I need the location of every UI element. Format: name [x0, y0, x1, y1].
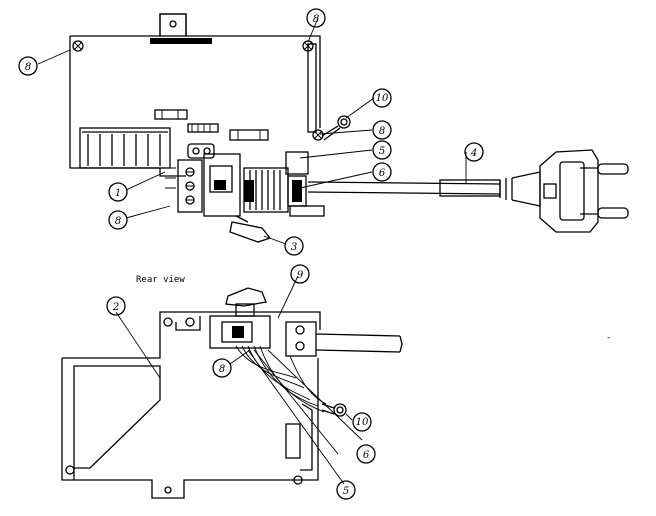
rear-view-caption: Rear view	[136, 275, 185, 285]
screw-hole	[293, 475, 303, 485]
screw-hole	[163, 317, 173, 327]
power-plug	[539, 149, 629, 233]
cord-clamp	[285, 151, 325, 217]
screw-hole	[185, 317, 195, 327]
svg-text:1: 1	[115, 188, 121, 199]
stray-mark: -	[606, 333, 611, 343]
top-assembly	[69, 13, 629, 243]
rocker-lever	[229, 215, 272, 243]
svg-text:3: 3	[291, 242, 297, 253]
svg-text:2: 2	[112, 302, 119, 313]
svg-text:8: 8	[313, 14, 319, 25]
callout-8: 8	[108, 210, 128, 230]
component-ic	[187, 123, 219, 133]
rear-assembly	[61, 287, 403, 499]
right-rail	[307, 43, 317, 133]
component-resistor	[154, 109, 188, 120]
power-cord	[307, 171, 541, 207]
svg-text:10: 10	[376, 93, 389, 104]
svg-text:6: 6	[363, 450, 370, 461]
ring-terminal	[321, 403, 347, 417]
rear-switch	[209, 287, 271, 349]
callout-3: 3	[284, 236, 304, 256]
screw-icon	[312, 129, 324, 141]
callout-2: 2	[106, 296, 126, 316]
svg-text:10: 10	[356, 417, 369, 428]
svg-text:8: 8	[25, 62, 31, 73]
svg-text:8: 8	[115, 216, 121, 227]
callout-8: 8	[212, 358, 232, 378]
switch-housing	[187, 143, 241, 217]
ring-terminal	[321, 115, 351, 141]
terminal-block	[165, 159, 203, 213]
heat-sink	[79, 127, 171, 169]
callout-8: 8	[18, 56, 38, 76]
svg-text:5: 5	[343, 486, 349, 497]
leader-lines	[37, 17, 467, 485]
callout-6: 6	[356, 444, 376, 464]
callout-8: 8	[306, 8, 326, 28]
svg-text:6: 6	[379, 168, 386, 179]
component-capacitor	[229, 129, 269, 141]
svg-text:9: 9	[297, 270, 304, 281]
top-connector	[150, 38, 212, 44]
callout-1: 1	[108, 182, 128, 202]
callout-8: 8	[372, 120, 392, 140]
callout-4: 4	[464, 142, 484, 162]
relay-bank	[243, 167, 289, 213]
svg-text:5: 5	[379, 146, 385, 157]
screw-icon	[72, 40, 84, 52]
tab-hole	[169, 20, 177, 28]
board-top-tab	[159, 13, 187, 37]
callout-5: 5	[336, 480, 356, 500]
svg-text:4: 4	[470, 148, 477, 159]
svg-text:8: 8	[219, 364, 225, 375]
rear-cord	[285, 321, 403, 357]
callout-9: 9	[290, 264, 310, 284]
tab-hole	[164, 486, 172, 494]
callout-10: 10	[372, 88, 392, 108]
callouts: 8 8 10 8 5 6 4 1 8 3 9 2 8 10 6 5	[18, 8, 484, 500]
svg-text:8: 8	[379, 126, 385, 137]
callout-6: 6	[372, 162, 392, 182]
screw-hole	[65, 465, 75, 475]
callout-5: 5	[372, 140, 392, 160]
base-plate	[61, 311, 321, 499]
callout-10: 10	[352, 412, 372, 432]
